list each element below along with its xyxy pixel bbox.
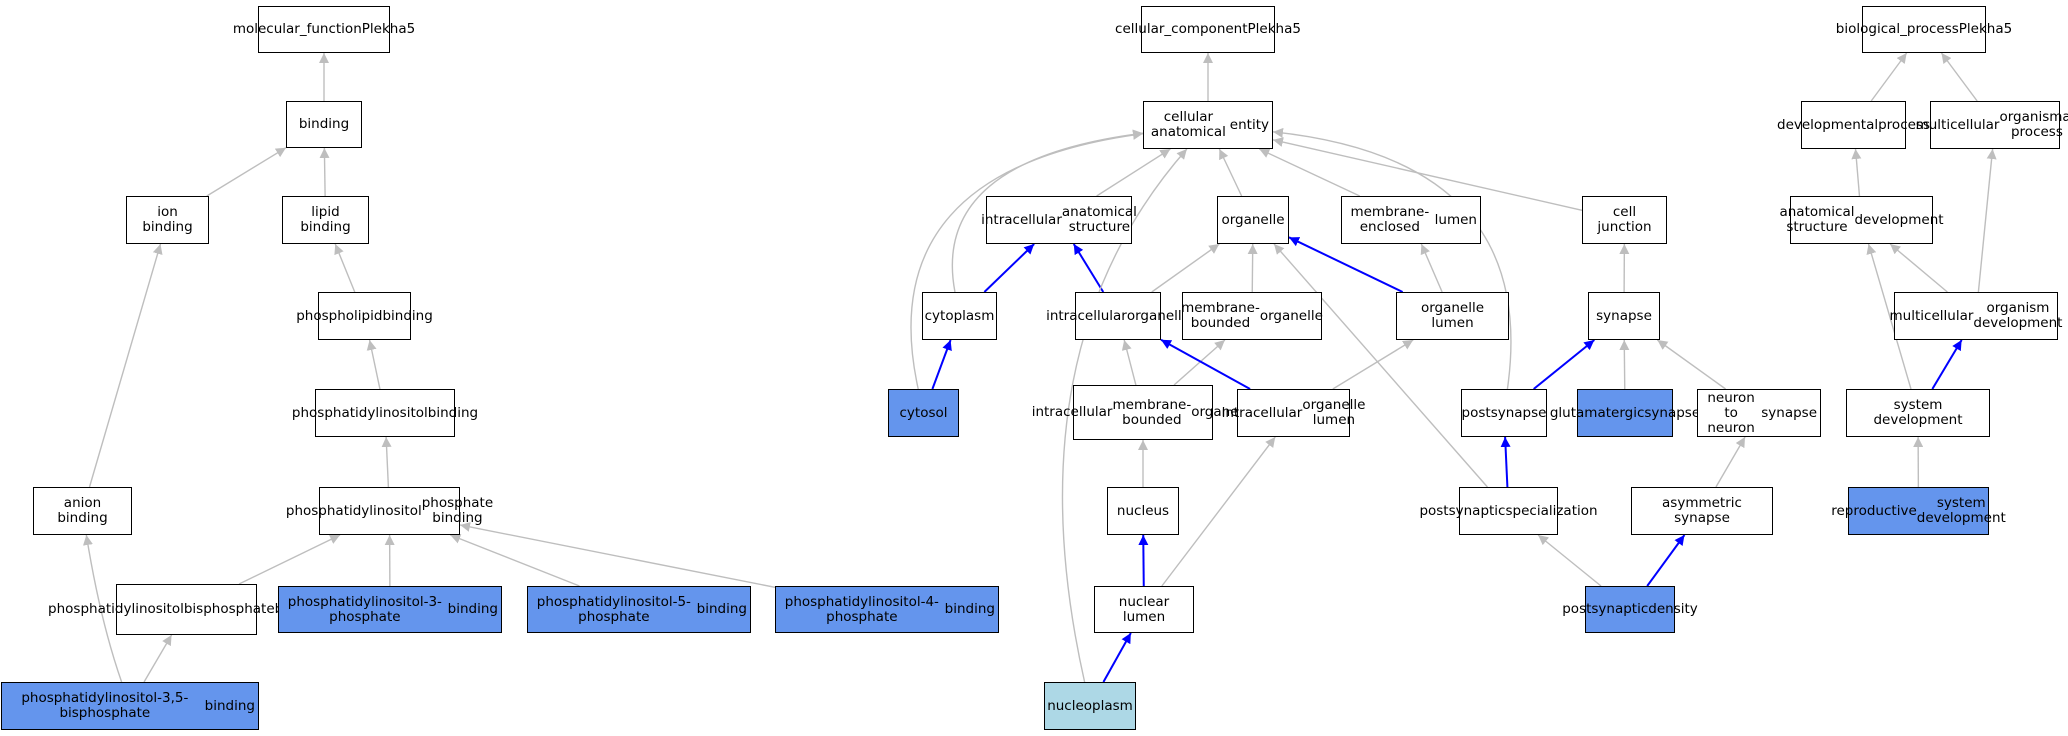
edge-pibp_binding-to-pip_binding [238,534,341,585]
node-nucleus: nucleus [1107,487,1179,535]
edge-cytosol-to-cytoplasm [931,339,952,390]
edge-mod-to-mop [1977,148,1997,293]
node-postsynapse: postsynapse [1461,389,1547,437]
edge-phospholipid_binding-to-lipid_binding [334,243,356,293]
edge-iol-to-ol [1332,339,1414,390]
node-cytosol: cytosol [888,389,959,437]
edge-nn_synapse-to-synapse [1656,339,1727,390]
edge-pi35bp_binding-to-pibp_binding [143,634,173,683]
edge-asym_synapse-to-nn_synapse [1715,436,1746,488]
edge-sys_dev-to-mod [1931,339,1963,390]
node-pibp-binding: phosphatidylinositolbisphosphatebinding [48,584,325,635]
edge-pi35bp_binding-to-anion_binding [83,534,123,683]
node-cell-junction: cell junction [1582,196,1667,244]
edge-organelle-to-cae [1218,148,1243,197]
edge-postsynapse-to-synapse [1533,339,1595,390]
edge-pi4p_binding-to-pip_binding [459,521,776,589]
edge-ol-to-mel [1420,243,1443,293]
edge-pip_binding-to-pi_binding [381,436,392,488]
node-ol: organelle lumen [1396,292,1509,340]
edge-nuclear_lumen-to-nucleus [1138,534,1149,587]
edge-mbo-to-organelle [1247,243,1258,293]
edge-cytosol-to-cae [910,130,1144,390]
node-sys-dev: system development [1846,389,1990,437]
edge-ps_spec-to-postsynapse [1500,436,1511,488]
node-nuclear-lumen: nuclear lumen [1094,586,1194,633]
node-organelle: organelle [1217,196,1289,244]
node-lipid-binding: lipid binding [282,196,369,244]
edge-dev_process-to-bp [1870,52,1908,102]
edge-ol-to-organelle [1288,236,1404,293]
edge-ps_spec-to-organelle [1273,243,1488,488]
edge-pi5p_binding-to-pip_binding [450,534,580,587]
node-synapse: synapse [1588,292,1660,340]
edge-imbo-to-mbo [1173,339,1226,386]
edge-nucleoplasm-to-nuclear_lumen [1102,632,1132,683]
edge-asd-to-dev_process [1851,148,1862,197]
edge-glut_synapse-to-synapse [1619,339,1630,390]
node-anion-binding: anion binding [33,487,132,535]
edge-nuclear_lumen-to-iol [1161,436,1276,587]
edge-sys_dev-to-asd [1866,243,1912,390]
edge-io-to-organelle [1151,243,1220,293]
edge-ps_density-to-asym_synapse [1646,534,1686,587]
edge-mel-to-cae [1258,148,1361,197]
edge-ion_binding-to-binding [206,147,287,197]
edge-ps_density-to-ps_spec [1537,534,1602,587]
edge-cell_junction-to-cae [1272,137,1583,211]
edge-cytoplasm-to-ias [983,243,1035,293]
edge-iol-to-io [1160,338,1251,390]
edge-pi_binding-to-phospholipid_binding [366,339,381,390]
node-nucleoplasm: nucleoplasm [1044,682,1136,730]
node-ion-binding: ion binding [126,196,209,244]
edge-anion_binding-to-ion_binding [88,243,163,488]
edge-ias-to-cae [1096,148,1171,197]
node-binding: binding [286,101,362,148]
node-cytoplasm: cytoplasm [922,292,997,340]
edge-imbo-to-io [1121,339,1137,386]
edge-nucleoplasm-to-cae [1061,148,1188,683]
edge-mod-to-asd [1889,243,1948,293]
edge-io-to-ias [1072,243,1105,293]
edge-postsynapse-to-cae [1272,127,1512,390]
node-asym-synapse: asymmetric synapse [1631,487,1773,535]
edge-lipid_binding-to-binding [319,147,330,197]
edge-mop-to-bp [1940,52,1978,102]
